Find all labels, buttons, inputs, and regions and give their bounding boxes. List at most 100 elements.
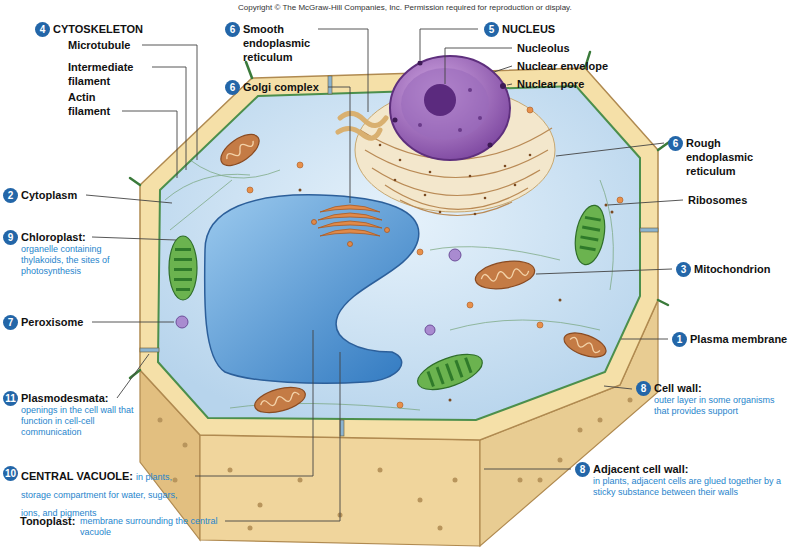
mitochondrion (216, 128, 265, 171)
callout-text: CENTRAL VACUOLE:in plants, storage compa… (3, 466, 191, 520)
leader-lines (92, 322, 174, 323)
wall-pits (518, 478, 523, 483)
chloroplast (175, 248, 191, 251)
central-vacuole (205, 195, 419, 383)
leader-lines (86, 29, 683, 521)
nucleus (488, 143, 493, 148)
nucleus (390, 56, 510, 160)
chloroplast (585, 216, 601, 222)
part-name: Adjacent cell wall: (593, 462, 790, 476)
part-name: Chloroplast: (21, 230, 138, 244)
callout: 6Smooth endoplasmic reticulum (225, 22, 320, 64)
chloroplast (174, 268, 192, 271)
vesicles (247, 187, 253, 193)
part-description: openings in the cell wall that function … (21, 405, 138, 438)
golgi-complex (348, 242, 353, 247)
part-name: Smooth endoplasmic reticulum (243, 22, 320, 64)
part-name: Cytoplasm (21, 188, 85, 202)
rough-endoplasmic-reticulum (372, 168, 540, 196)
part-name: Peroxisome (21, 315, 91, 329)
callout: 11Plasmodesmata:openings in the cell wal… (3, 391, 138, 438)
leader-lines (195, 330, 313, 476)
vesicles (397, 402, 403, 408)
peroxisome (176, 249, 461, 335)
part-description: outer layer in some organisms that provi… (654, 395, 792, 417)
callout-text: Adjacent cell wall:in plants, adjacent c… (575, 462, 790, 498)
callout: 1Plasma membrane (672, 332, 796, 347)
nucleus (393, 61, 507, 148)
callout-text: Mitochondrion (676, 262, 794, 276)
plasmodesmata (328, 76, 332, 94)
part-label: Nuclear pore (517, 77, 584, 91)
callout: 4CYTOSKELETON (35, 22, 155, 37)
smooth-endoplasmic-reticulum (338, 128, 380, 138)
callout-text: Rough endoplasmic reticulum (668, 136, 768, 178)
vesicles (417, 249, 423, 255)
leader-lines (117, 354, 149, 398)
part-label: Nucleolus (517, 41, 570, 55)
rough-endoplasmic-reticulum (385, 185, 528, 209)
wall-pits (378, 468, 383, 473)
mitochondrion (216, 128, 265, 171)
vesicles (247, 107, 623, 408)
leader-lines (604, 386, 632, 389)
callout: 10CENTRAL VACUOLE:in plants, storage com… (3, 466, 191, 520)
leader-lines (608, 200, 683, 205)
part-label: Microtubule (68, 38, 148, 52)
leader-lines (494, 66, 512, 72)
callout-text: Smooth endoplasmic reticulum (225, 22, 320, 64)
callout-number: 2 (3, 188, 18, 203)
leader-lines (328, 87, 350, 203)
rough-endoplasmic-reticulum (529, 154, 532, 157)
leader-lines (420, 29, 478, 60)
part-name: Plasmodesmata: (21, 391, 138, 405)
part-name: Cell wall: (654, 381, 792, 395)
leader-lines (225, 352, 340, 521)
callout-text: Plasmodesmata:openings in the cell wall … (3, 391, 138, 438)
wall-pits (228, 468, 233, 473)
part-label: Tonoplast: (20, 514, 75, 528)
rough-endoplasmic-reticulum (484, 197, 487, 200)
leader-lines (536, 269, 672, 274)
chloroplast (580, 245, 596, 251)
leader-lines (507, 84, 512, 85)
vesicles (467, 302, 473, 308)
chloroplast (571, 203, 609, 267)
nucleus (393, 118, 398, 123)
peroxisome (425, 325, 435, 335)
nucleus (424, 84, 456, 116)
part-label: Actin filament (68, 90, 128, 118)
mitochondrion (252, 383, 308, 418)
callout: 7Peroxisome (3, 315, 91, 330)
chloroplast (174, 248, 192, 291)
callout: 3Mitochondrion (676, 262, 794, 277)
callout: 6Rough endoplasmic reticulum (668, 136, 768, 178)
mitochondrion (252, 383, 308, 418)
callout-number: 11 (3, 391, 18, 406)
callout-text: Plasma membrane (672, 332, 796, 346)
middle-lamella (246, 62, 252, 78)
mitochondrion (561, 328, 609, 362)
chloroplast (579, 216, 602, 252)
leader-lines (86, 195, 172, 203)
rough-endoplasmic-reticulum (399, 159, 402, 162)
vesicles (537, 322, 543, 328)
nucleus (478, 116, 482, 120)
part-name: CYTOSKELETON (53, 22, 155, 36)
mitochondrion (561, 328, 609, 362)
ribosomes (605, 204, 608, 207)
rough-endoplasmic-reticulum (504, 165, 507, 168)
rough-endoplasmic-reticulum (424, 194, 427, 197)
wall-pits (418, 498, 423, 503)
middle-lamella (658, 300, 668, 305)
vesicles (297, 162, 303, 168)
callout-text: NUCLEUS (484, 22, 574, 36)
wall-pits (578, 428, 583, 433)
callout-text: Golgi complex (225, 80, 325, 94)
plasmodesmata (640, 228, 658, 232)
golgi-complex (312, 220, 317, 225)
callout-text: Chloroplast:organelle containing thylako… (3, 230, 138, 277)
nucleus (468, 88, 472, 92)
nucleus (418, 61, 423, 66)
